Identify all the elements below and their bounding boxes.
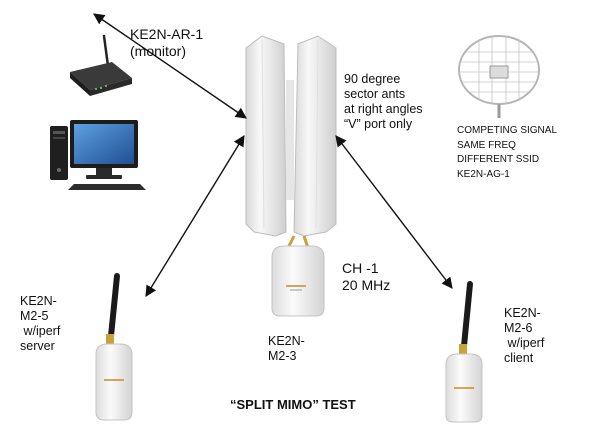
competing-signal-label: COMPETING SIGNAL SAME FREQ DIFFERENT SSI… [457,125,558,180]
arrow-right-node-to-sector [335,135,453,289]
grid-antenna-icon [458,35,540,118]
link-arrows [93,13,453,297]
center-device-icon [271,235,325,317]
router-label: KE2N-AR-1 (monitor) [130,26,204,59]
right-node-label: KE2N- M2-6 w/iperf client [504,306,545,365]
sector-antenna-icon [245,35,337,237]
arrow-left-node-to-sector [145,135,245,297]
channel-label: CH -1 20 MHz [342,260,391,293]
right-device-icon [445,281,483,423]
diagram-title: “SPLIT MIMO” TEST [230,397,356,412]
router-icon [70,34,132,96]
left-device-icon [95,273,133,421]
left-node-label: KE2N- M2-5 w/iperf server [20,294,61,353]
center-node-label: KE2N- M2-3 [268,334,305,363]
computer-icon [50,120,146,190]
sector-antenna-label: 90 degree sector ants at right angles “V… [344,72,423,131]
arrow-router-to-sector [93,13,247,119]
